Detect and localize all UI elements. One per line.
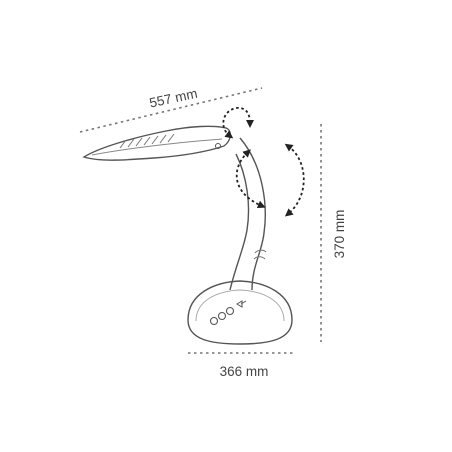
button-circle-3 — [225, 306, 235, 316]
height-dimension: 370 mm — [320, 124, 347, 342]
head-shell — [82, 125, 231, 161]
neck-bend-arrow-left — [235, 149, 266, 209]
touch-button-icon — [209, 300, 247, 326]
lamp-head — [82, 125, 231, 161]
vent-slot — [119, 139, 127, 149]
button-circle-2 — [217, 311, 227, 321]
length-dimension: 557 mm — [79, 86, 263, 133]
neck-bend-arrow-right — [284, 143, 305, 217]
neck-joint-bottom — [253, 256, 266, 260]
vent-slot — [159, 134, 167, 144]
vent-slot — [151, 135, 159, 145]
head-vent-slots — [119, 133, 175, 149]
button-triangle-2 — [240, 300, 247, 305]
length-dimension-line — [79, 87, 263, 133]
button-triangle-1 — [236, 300, 243, 308]
neck-right-edge — [239, 137, 266, 291]
head-tilt-arrow — [222, 107, 254, 139]
neck-left-edge — [229, 153, 250, 291]
vent-slot — [127, 138, 135, 148]
length-label: 557 mm — [148, 86, 199, 111]
base-shell — [187, 280, 293, 345]
head-hinge-dot — [215, 143, 221, 149]
neck-joint-top — [254, 249, 267, 254]
vent-slot — [143, 136, 151, 146]
height-label: 370 mm — [332, 210, 347, 259]
vent-slot — [135, 137, 143, 147]
base-rim — [195, 289, 285, 322]
base-width-dimension: 366 mm — [188, 352, 296, 379]
vent-slot — [167, 133, 175, 143]
base-width-label: 366 mm — [220, 364, 269, 379]
curved-double-arrow-icon — [222, 107, 305, 217]
lamp-base — [187, 280, 293, 345]
button-circle-1 — [209, 316, 219, 326]
lamp-neck — [229, 137, 267, 291]
head-lens-edge — [91, 138, 223, 156]
